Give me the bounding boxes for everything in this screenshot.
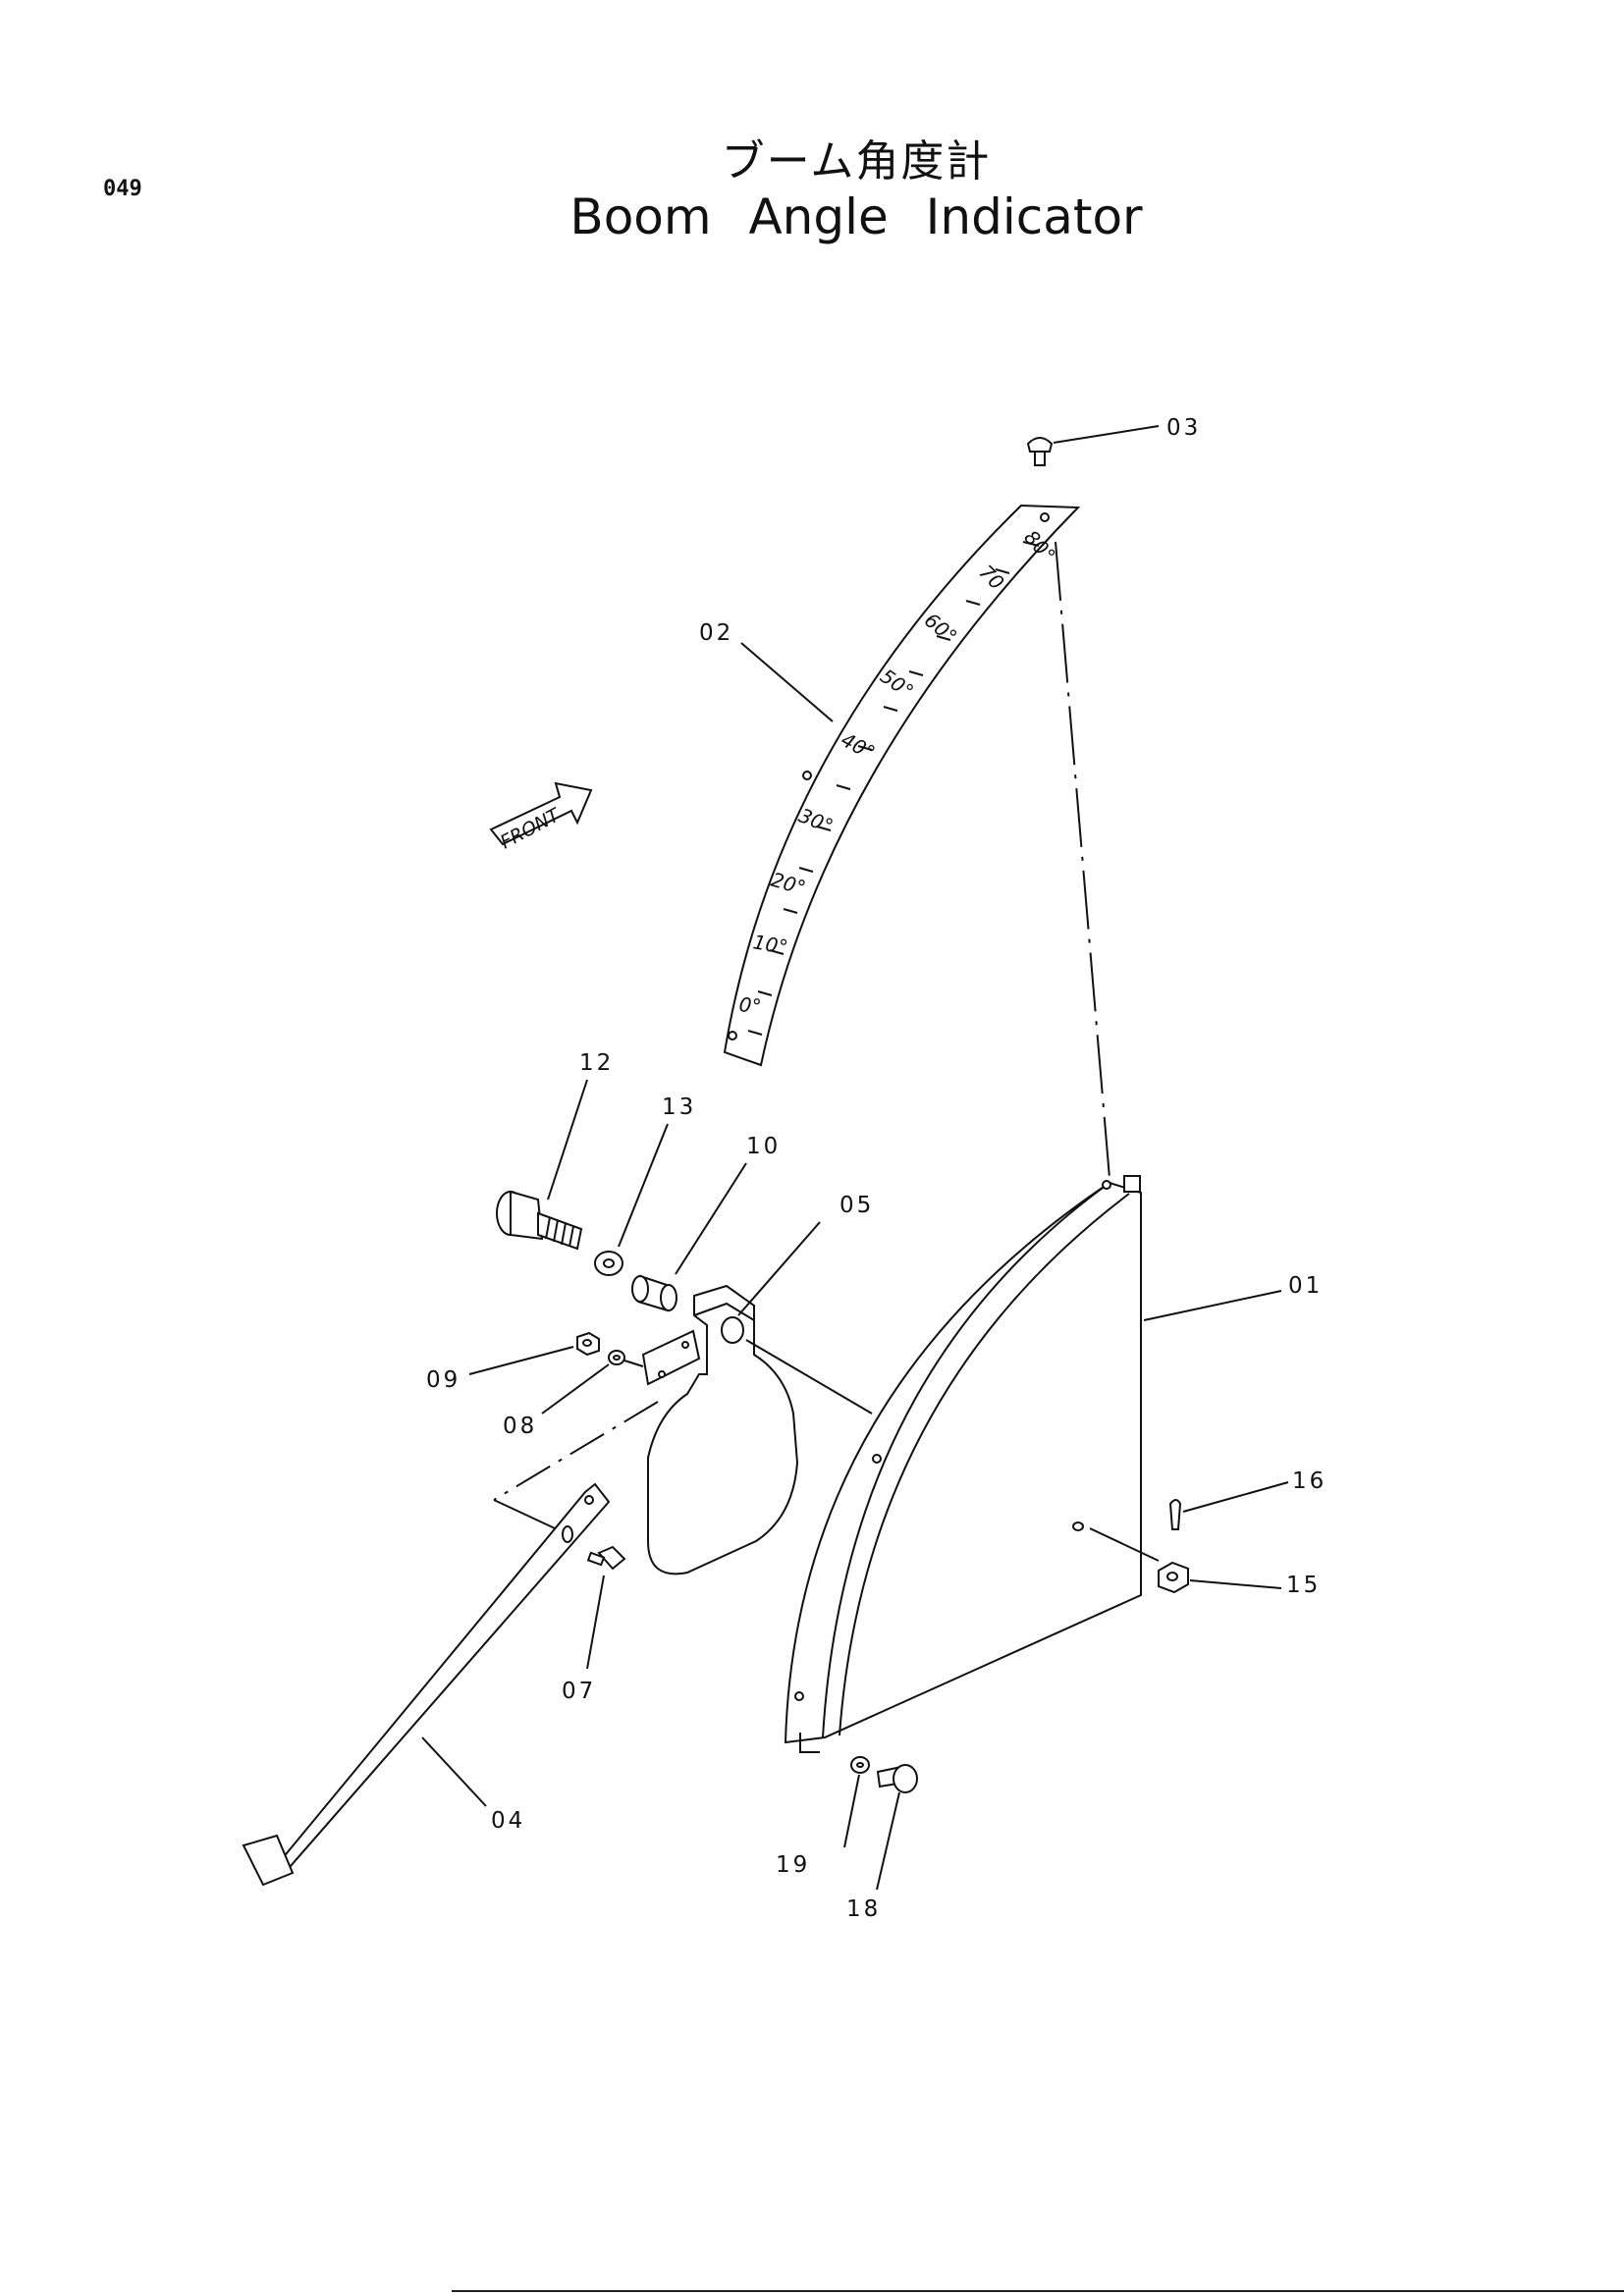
part-bolt-12 [496, 1190, 583, 1251]
callout-05: 05 [839, 1193, 874, 1218]
assembly-line-rod [493, 1401, 659, 1501]
callout-09: 09 [426, 1367, 460, 1393]
callout-13: 13 [662, 1095, 696, 1120]
callout-08: 08 [503, 1414, 537, 1439]
leader-02 [740, 642, 834, 722]
part-nut-15 [1158, 1561, 1189, 1594]
leader-03 [1053, 425, 1160, 444]
part-bushing-10 [631, 1274, 677, 1312]
callout-07: 07 [562, 1679, 596, 1704]
part-rod-04 [242, 1482, 611, 1887]
front-arrow: FRONT [489, 781, 593, 853]
part-pointer-05 [641, 1284, 799, 1575]
callout-02: 02 [699, 620, 733, 646]
leader-07 [586, 1575, 605, 1670]
leader-01 [1143, 1290, 1282, 1321]
callout-19: 19 [776, 1852, 810, 1878]
callout-15: 15 [1286, 1573, 1321, 1598]
part-pin-16 [1168, 1499, 1182, 1530]
part-washer-19 [850, 1756, 870, 1774]
part-washer-08 [608, 1350, 625, 1365]
title-english: Boom Angle Indicator [569, 188, 1143, 245]
callout-10: 10 [746, 1134, 781, 1159]
assembly-line-pin [745, 1339, 873, 1415]
leader-12 [547, 1079, 588, 1201]
title-japanese: ブーム角度計 [721, 136, 992, 187]
footer-rule [452, 2290, 1624, 2292]
leader-18 [876, 1791, 900, 1891]
leader-10 [675, 1162, 747, 1275]
leader-05 [737, 1221, 821, 1316]
part-screw-07 [586, 1545, 626, 1571]
leader-09 [468, 1346, 574, 1375]
page-number: 049 [103, 177, 142, 201]
leader-04 [421, 1736, 487, 1807]
callout-12: 12 [579, 1050, 614, 1076]
part-quadrant-bracket-01 [784, 1175, 1142, 1753]
callout-01: 01 [1288, 1273, 1323, 1299]
part-screw-03 [1026, 437, 1054, 466]
callout-03: 03 [1166, 415, 1201, 441]
leader-15 [1189, 1579, 1282, 1589]
part-nut-09 [576, 1331, 600, 1357]
leader-19 [843, 1774, 860, 1848]
part-washer-13 [594, 1251, 623, 1276]
callout-04: 04 [491, 1808, 525, 1834]
part-bolt-18 [876, 1764, 918, 1793]
leader-13 [618, 1123, 669, 1248]
assembly-line-15 [1089, 1527, 1160, 1562]
callout-16: 16 [1292, 1468, 1326, 1494]
leader-08 [541, 1363, 610, 1415]
part-angle-scale-02 [723, 504, 1081, 1067]
leader-16 [1182, 1481, 1289, 1513]
scale-label-0: 0° [737, 992, 762, 1018]
assembly-line-nut [623, 1360, 644, 1367]
assembly-line-scale [1055, 541, 1110, 1179]
scale-labels: 80° 70 60° 50° 40° 30° 20° 10° 0° [737, 525, 1059, 1018]
callout-18: 18 [846, 1896, 881, 1922]
